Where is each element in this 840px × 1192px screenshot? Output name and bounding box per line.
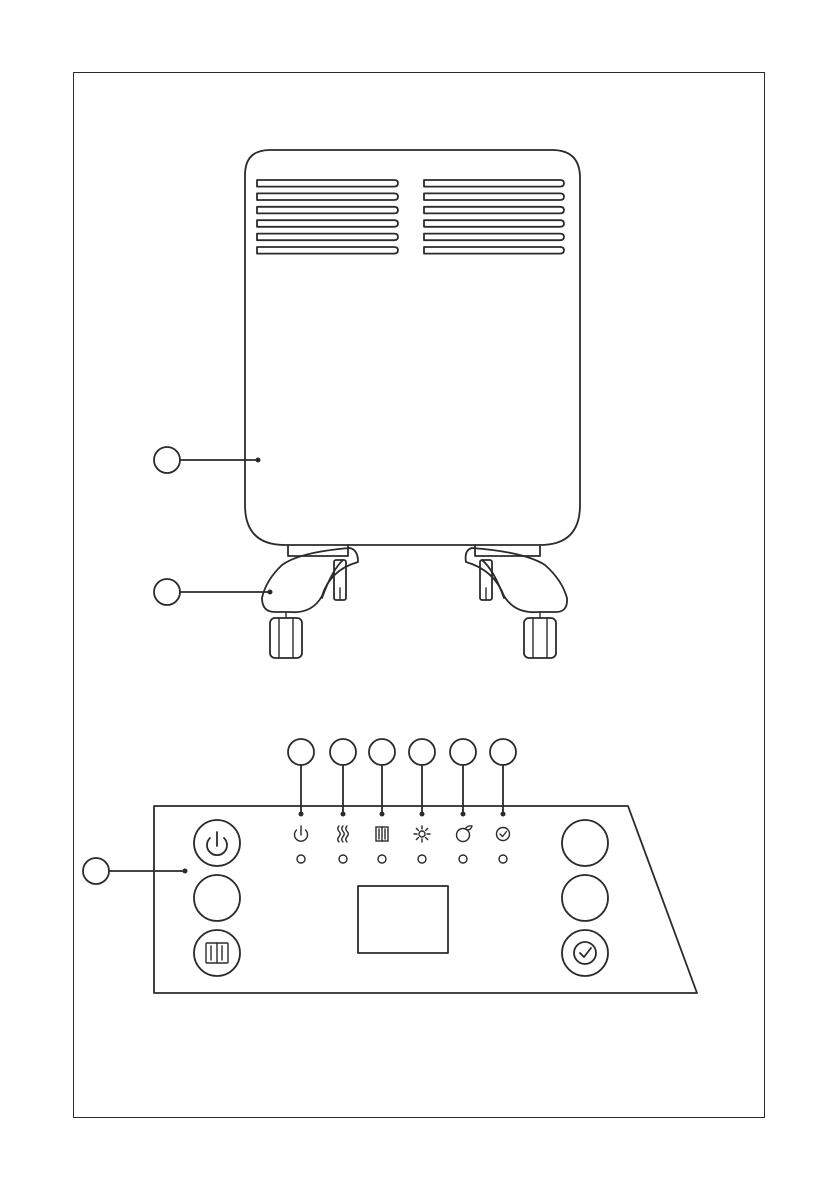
sun-icon (414, 826, 430, 842)
callout-circle (490, 739, 516, 765)
right-button-column (562, 820, 608, 976)
clock-icon (497, 828, 510, 841)
indicator-power (288, 739, 314, 863)
indicator-heat-waves (330, 739, 356, 863)
grille-slot (257, 220, 398, 227)
grille-slot (424, 220, 564, 227)
indicator-row (288, 739, 516, 863)
grille-slot (424, 247, 564, 254)
callout-circle (330, 739, 356, 765)
display-button[interactable] (194, 930, 240, 976)
indicator-clock (490, 739, 516, 863)
callout-panel (83, 858, 188, 884)
indicator-led (459, 855, 467, 863)
grille-slot (257, 180, 398, 187)
indicator-led (339, 855, 347, 863)
grille-slot (424, 207, 564, 214)
grille-slot (257, 193, 398, 200)
right-foot (466, 545, 567, 658)
grille-slot (257, 234, 398, 241)
indicator-led (297, 855, 305, 863)
eco-leaf-icon (457, 826, 473, 842)
indicator-display (369, 739, 395, 863)
mode-button[interactable] (194, 875, 240, 921)
grille-slot (424, 180, 564, 187)
left-button-column (194, 820, 240, 976)
callout-circle (288, 739, 314, 765)
heater-grille (257, 180, 564, 254)
callout-circle (450, 739, 476, 765)
indicator-sun (409, 739, 435, 863)
indicator-led (378, 855, 386, 863)
temp-down-button[interactable] (562, 875, 608, 921)
power-icon (295, 826, 308, 841)
left-foot (262, 545, 358, 658)
lcd-display (358, 886, 448, 953)
temp-up-button[interactable] (562, 820, 608, 866)
grille-slot (257, 247, 398, 254)
callout-circle (409, 739, 435, 765)
indicator-eco-leaf (450, 739, 476, 863)
clock-icon (574, 942, 596, 964)
display-icon (376, 827, 388, 841)
display-icon (206, 943, 228, 963)
indicator-led (418, 855, 426, 863)
control-panel (83, 739, 697, 993)
grille-slot (424, 234, 564, 241)
callout-feet (154, 579, 273, 605)
heat-waves-icon (338, 826, 349, 842)
heater-body (245, 150, 580, 545)
timer-button[interactable] (562, 930, 608, 976)
indicator-led (499, 855, 507, 863)
grille-slot (424, 193, 564, 200)
heater-unit (154, 150, 580, 658)
power-button[interactable] (194, 820, 240, 866)
grille-slot (257, 207, 398, 214)
callout-circle (369, 739, 395, 765)
